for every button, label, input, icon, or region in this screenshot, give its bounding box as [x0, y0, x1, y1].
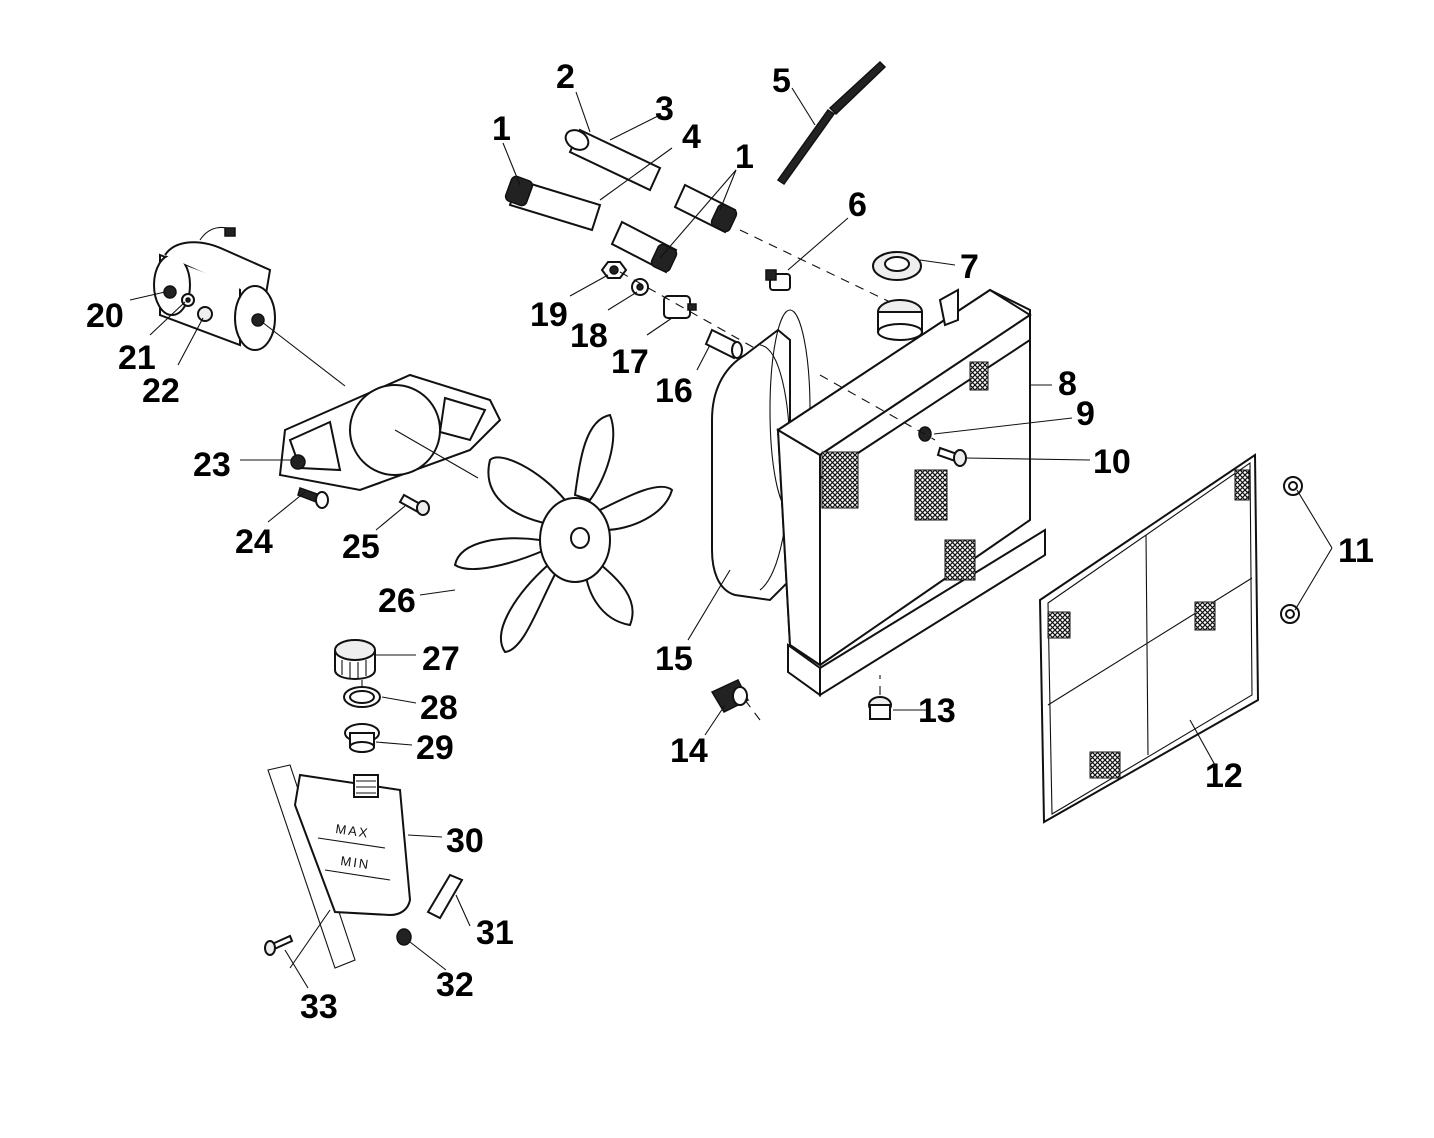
callout-17: 17 — [611, 343, 649, 381]
callout-3: 3 — [655, 90, 674, 128]
leader-lines — [129, 87, 1333, 989]
callout-18: 18 — [570, 317, 608, 355]
callout-33: 33 — [300, 988, 338, 1026]
filler-neck-adapter — [344, 723, 380, 753]
hose-right-with-clamp — [673, 183, 738, 234]
callout-13: 13 — [918, 692, 956, 730]
foam-strip-seal — [776, 60, 887, 186]
temperature-sensor — [765, 269, 791, 291]
motor-washer — [181, 293, 195, 307]
radiator-cap — [872, 251, 922, 281]
rubber-mount — [663, 295, 697, 319]
callout-28: 28 — [420, 689, 458, 727]
bushing-sleeve — [704, 328, 743, 360]
bracket-screw-right — [398, 493, 430, 516]
callout-22: 22 — [142, 372, 180, 410]
callout-7: 7 — [960, 248, 979, 286]
callout-1-right: 1 — [735, 138, 754, 176]
flat-washer — [631, 278, 649, 296]
alignment-lines — [261, 229, 936, 721]
fan-motor — [153, 226, 276, 351]
overflow-hose — [426, 873, 464, 920]
screw — [936, 446, 967, 467]
callout-20: 20 — [86, 297, 124, 335]
drain-plug — [868, 696, 892, 720]
callout-10: 10 — [1093, 443, 1131, 481]
grommet-lower — [1280, 604, 1300, 624]
callout-labels: 1 1 2 3 4 5 6 7 8 9 10 11 12 13 14 15 16… — [86, 58, 1374, 1026]
callout-27: 27 — [422, 640, 460, 678]
cooling-fan — [453, 413, 674, 654]
motor-seal — [163, 285, 177, 299]
callout-5: 5 — [772, 62, 791, 100]
reservoir-bolt — [264, 934, 294, 956]
callout-31: 31 — [476, 914, 514, 952]
min-level-label: MIN — [340, 853, 372, 872]
hex-nut — [600, 261, 628, 279]
cap-gasket — [343, 686, 381, 708]
callout-9: 9 — [1076, 395, 1095, 433]
callout-32: 32 — [436, 966, 474, 1004]
callout-26: 26 — [378, 582, 416, 620]
reservoir-cap — [334, 639, 376, 680]
callout-25: 25 — [342, 528, 380, 566]
callout-1-left: 1 — [492, 110, 511, 148]
callout-8: 8 — [1058, 365, 1077, 403]
callout-21: 21 — [118, 339, 156, 377]
callout-16: 16 — [655, 372, 693, 410]
callout-4: 4 — [682, 118, 701, 156]
motor-bracket — [278, 373, 502, 492]
motor-bushing — [197, 306, 213, 322]
hose-upper — [564, 128, 662, 192]
callout-30: 30 — [446, 822, 484, 860]
bracket-screw-left — [297, 487, 329, 509]
callout-23: 23 — [193, 446, 231, 484]
coolant-reservoir: MAX MIN — [267, 764, 412, 969]
hose-clamp — [396, 928, 412, 946]
callout-11: 11 — [1338, 532, 1374, 570]
callout-24: 24 — [235, 523, 273, 561]
callout-12: 12 — [1205, 757, 1243, 795]
radiator — [776, 288, 1046, 697]
callout-2: 2 — [556, 58, 575, 96]
radiator-screen — [1038, 453, 1260, 824]
callout-19: 19 — [530, 296, 568, 334]
hose-lower-with-clamp — [504, 175, 602, 232]
hose-clip — [710, 679, 750, 713]
callout-14: 14 — [670, 732, 708, 770]
max-level-label: MAX — [335, 821, 371, 841]
callout-6: 6 — [848, 186, 867, 224]
grommet-upper — [1283, 476, 1303, 496]
callout-15: 15 — [655, 640, 693, 678]
callout-29: 29 — [416, 729, 454, 767]
